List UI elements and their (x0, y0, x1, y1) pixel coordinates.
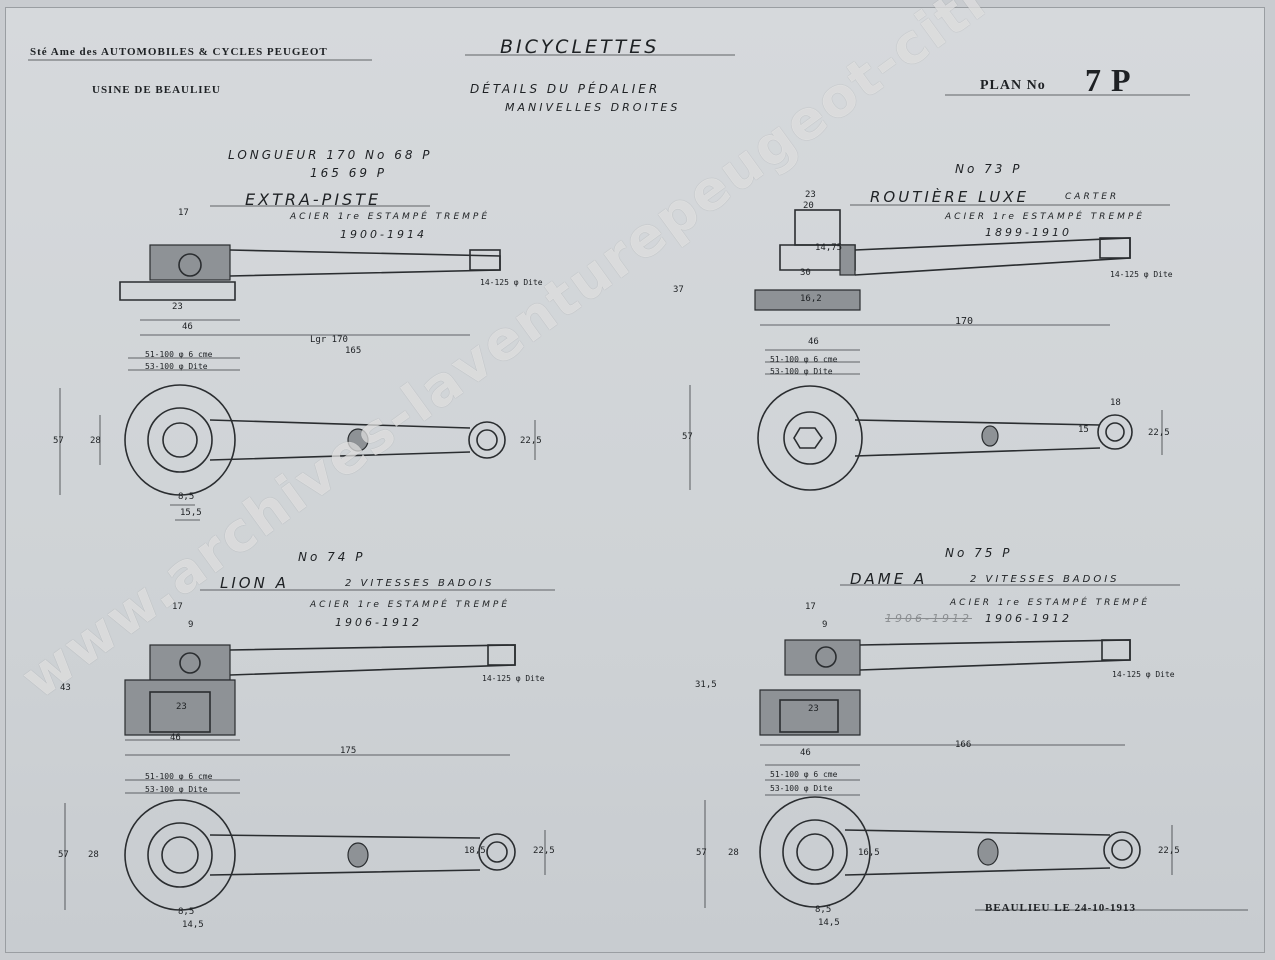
drawing-4-crossed-years: 1906-1912 (885, 612, 972, 625)
dim-label: 51-100 φ 6 cme (770, 355, 838, 364)
lion-a-plan-view (64, 799, 546, 911)
sheet-subtitle-1: DÉTAILS DU PÉDALIER (470, 82, 661, 96)
dim-label: 23 (172, 302, 183, 312)
dim-label: 17 (178, 208, 189, 218)
dim-label: 46 (800, 748, 811, 758)
drawing-2-name: ROUTIÈRE LUXE (870, 188, 1030, 206)
drawing-4-name-suffix: 2 VITESSES BADOIS (970, 574, 1120, 585)
dim-label: 22,5 (1158, 846, 1180, 856)
dim-label: 8,5 (178, 907, 195, 917)
dim-label: 17 (172, 602, 183, 612)
blueprint-sheet (6, 8, 1264, 952)
drawing-3-number: No 74 P (298, 550, 366, 564)
dim-label: 18 (1110, 398, 1121, 408)
dim-label: 9 (822, 620, 828, 630)
dim-label: 175 (340, 746, 357, 756)
company-name: Sté Ame des AUTOMOBILES & CYCLES PEUGEOT (30, 46, 328, 58)
plan-number: 7 P (1085, 62, 1132, 98)
dim-label: 14-125 φ Dite (482, 674, 545, 683)
dim-label: 14,5 (182, 920, 204, 930)
drawing-4-name: DAME A (850, 570, 928, 588)
dim-label: 57 (682, 432, 693, 442)
dim-label: Lgr 170 (310, 335, 348, 345)
dim-label: 46 (808, 337, 819, 347)
dim-label: 22,5 (1148, 428, 1170, 438)
dim-label: 8,5 (815, 905, 832, 915)
lion-a-side-view (124, 589, 555, 794)
drawing-date: BEAULIEU LE 24-10-1913 (985, 902, 1136, 914)
dim-label: 17 (805, 602, 816, 612)
dim-label: 57 (696, 848, 707, 858)
drawing-1-material: ACIER 1re ESTAMPÉ TREMPÉ (290, 212, 491, 222)
dim-label: 23 (805, 190, 816, 200)
dim-label: 170 (955, 316, 974, 327)
dim-label: 37 (673, 285, 684, 295)
drawing-3-name: LION A (220, 574, 289, 592)
dim-label: 14-125 φ Dite (1112, 670, 1175, 679)
extra-piste-side-view (119, 205, 501, 371)
dim-label: 166 (955, 740, 972, 750)
drawing-1-years: 1900-1914 (340, 228, 427, 241)
dim-label: 14,75 (815, 243, 843, 253)
dim-label: 9 (188, 620, 194, 630)
dim-label: 14-125 φ Dite (1110, 270, 1173, 279)
drawing-2-number: No 73 P (955, 162, 1023, 176)
dim-label: 53-100 φ Dite (770, 784, 833, 793)
drawing-2-material: ACIER 1re ESTAMPÉ TREMPÉ (945, 212, 1146, 222)
dame-a-plan-view (704, 796, 1173, 908)
drawing-2-years: 1899-1910 (985, 226, 1072, 239)
dim-label: 16,5 (858, 848, 880, 858)
sheet-title: BICYCLETTES (500, 36, 660, 58)
dim-label: 51-100 φ 6 cme (145, 772, 213, 781)
dame-a-side-view (759, 584, 1180, 796)
dim-label: 14-125 φ Dite (480, 278, 543, 287)
dim-label: 8,5 (178, 492, 195, 502)
drawing-4-material: ACIER 1re ESTAMPÉ TREMPÉ (950, 598, 1151, 608)
drawing-1-length-line-2: 165 69 P (310, 166, 388, 180)
dim-label: 28 (90, 436, 101, 446)
extra-piste-plan-view (59, 384, 536, 521)
dim-label: 23 (176, 702, 187, 712)
sheet-subtitle-2: MANIVELLES DROITES (505, 101, 681, 114)
routiere-luxe-plan-view (689, 385, 1163, 491)
drawing-4-number: No 75 P (945, 546, 1013, 560)
dim-label: 18,5 (464, 846, 486, 856)
factory-name: USINE DE BEAULIEU (92, 84, 221, 96)
dim-label: 15 (1078, 425, 1089, 435)
dim-label: 28 (728, 848, 739, 858)
plan-label: PLAN No (980, 78, 1046, 93)
drawing-4-years: 1906-1912 (985, 612, 1072, 625)
dim-label: 53-100 φ Dite (770, 367, 833, 376)
dim-label: 22,5 (520, 436, 542, 446)
dim-label: 51-100 φ 6 cme (145, 350, 213, 359)
dim-label: 28 (88, 850, 99, 860)
drawing-2-name-suffix: CARTER (1065, 192, 1120, 202)
routiere-luxe-side-view (754, 204, 1170, 375)
dim-label: 51-100 φ 6 cme (770, 770, 838, 779)
dim-label: 57 (58, 850, 69, 860)
dim-label: 30 (800, 268, 811, 278)
dim-label: 16,2 (800, 294, 822, 304)
drawing-3-material: ACIER 1re ESTAMPÉ TREMPÉ (310, 600, 511, 610)
drawing-1-name: EXTRA-PISTE (245, 190, 382, 209)
dim-label: 43 (60, 683, 71, 693)
dim-label: 57 (53, 436, 64, 446)
dim-label: 22,5 (533, 846, 555, 856)
dim-label: 15,5 (180, 508, 202, 518)
dim-label: 23 (808, 704, 819, 714)
dim-label: 46 (182, 322, 193, 332)
drawing-3-name-suffix: 2 VITESSES BADOIS (345, 578, 495, 589)
dim-label: 31,5 (695, 680, 717, 690)
drawing-1-length-line-1: LONGUEUR 170 No 68 P (228, 148, 433, 162)
dim-label: 165 (345, 346, 362, 356)
dim-label: 53-100 φ Dite (145, 362, 208, 371)
dim-label: 46 (170, 733, 181, 743)
drawing-3-years: 1906-1912 (335, 616, 422, 629)
dim-label: 53-100 φ Dite (145, 785, 208, 794)
dim-label: 20 (803, 201, 814, 211)
dim-label: 14,5 (818, 918, 840, 928)
